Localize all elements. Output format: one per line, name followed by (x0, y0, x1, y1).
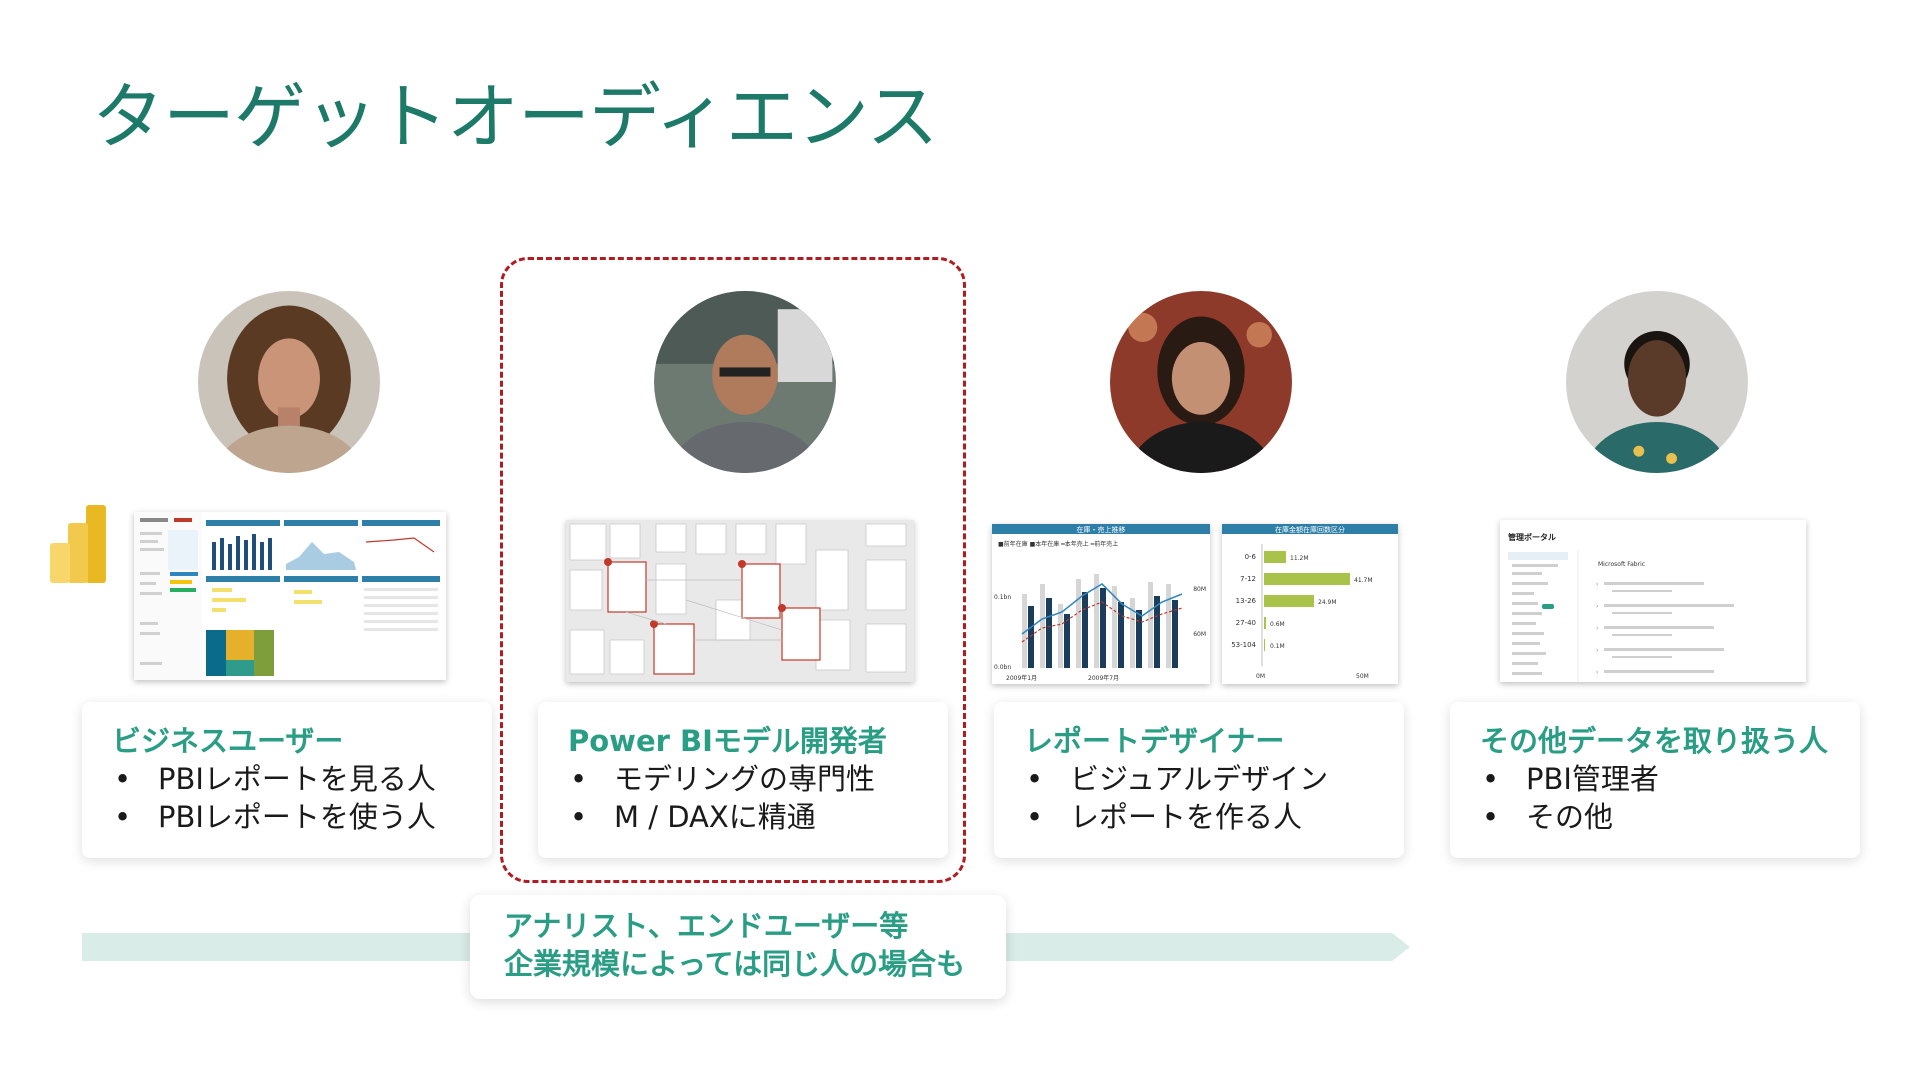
avatar-other-data-user (1566, 291, 1748, 473)
admin-right-header: Microsoft Fabric (1598, 561, 1645, 568)
persona-card-model-developer: Power BIモデル開発者 •モデリングの専門性 •M / DAXに精通 (538, 702, 948, 858)
persona-card-business-user: ビジネスユーザー •PBIレポートを見る人 •PBIレポートを使う人 (82, 702, 492, 858)
persona-title: レポートデザイナー (1024, 724, 1285, 758)
svg-text:›: › (1596, 669, 1598, 676)
persona-title: その他データを取り扱う人 (1480, 724, 1829, 758)
persona-bullet: •PBI管理者 (1482, 762, 1659, 796)
chart2-label-5: 0.1M (1270, 643, 1285, 650)
chart1-y-right-1: 80M (1193, 586, 1206, 593)
persona-bullet: •ビジュアルデザイン (1026, 762, 1329, 796)
persona-title: Power BIモデル開発者 (568, 724, 887, 758)
persona-bullet: •PBIレポートを使う人 (114, 800, 436, 834)
persona-bullet: •M / DAXに精通 (570, 800, 816, 834)
chart2-label-3: 24.9M (1318, 599, 1337, 606)
chart1-legend: ■前年在庫 ■本年在庫 ━本年売上 ━前年売上 (998, 540, 1118, 548)
persona-bullet: •その他 (1482, 800, 1614, 834)
chart2-cat-4: 27-40 (1236, 619, 1256, 627)
chart2-cat-1: 0-6 (1245, 553, 1257, 561)
admin-portal-screenshot: 管理ポータル Microsoft Fabric › › › › › (1500, 520, 1806, 682)
data-model-diagram-screenshot (566, 520, 914, 682)
page-title: ターゲットオーディエンス (92, 75, 939, 159)
chart2-x-1: 0M (1256, 673, 1265, 680)
chart2-cat-5: 53-104 (1231, 641, 1256, 649)
svg-text:›: › (1596, 647, 1598, 654)
persona-bullet: •PBIレポートを見る人 (114, 762, 436, 796)
chart2-label-1: 11.2M (1290, 555, 1309, 562)
persona-bullet: •レポートを作る人 (1026, 800, 1303, 834)
chart2-cat-3: 13-26 (1236, 597, 1257, 605)
svg-text:›: › (1596, 581, 1598, 588)
persona-card-other-data-user: その他データを取り扱う人 •PBI管理者 •その他 (1450, 702, 1860, 858)
chart2-label-2: 41.7M (1354, 577, 1373, 584)
chart1-x-1: 2009年1月 (1006, 674, 1037, 682)
chart2-label-4: 0.6M (1270, 621, 1285, 628)
avatar-business-user (198, 291, 380, 473)
power-bi-logo-icon (48, 505, 108, 587)
highlight-model-developer (500, 257, 966, 883)
report-chart-screenshot-1: 在庫・売上推移 ■前年在庫 ■本年在庫 ━本年売上 ━前年売上 0.1bn 0.… (992, 524, 1210, 684)
admin-portal-title: 管理ポータル (1508, 532, 1556, 542)
persona-bullet: •モデリングの専門性 (570, 762, 876, 796)
svg-text:›: › (1596, 603, 1598, 610)
chart2-title: 在庫金額在庫回数区分 (1275, 525, 1345, 534)
chart1-x-2: 2009年7月 (1088, 674, 1119, 682)
chart1-y-right-2: 60M (1193, 631, 1206, 638)
persona-card-report-designer: レポートデザイナー •ビジュアルデザイン •レポートを作る人 (994, 702, 1404, 858)
business-dashboard-screenshot (134, 512, 446, 680)
chart2-cat-2: 7-12 (1240, 575, 1256, 583)
report-chart-screenshot-2: 在庫金額在庫回数区分 0-6 7-12 13-26 27-40 53-104 1… (1222, 524, 1398, 684)
note-box: アナリスト、エンドユーザー等 企業規模によっては同じ人の場合も (470, 895, 1006, 999)
svg-text:›: › (1596, 625, 1598, 632)
chart2-x-2: 50M (1356, 673, 1369, 680)
note-line-2: 企業規模によっては同じ人の場合も (504, 947, 966, 981)
avatar-report-designer (1110, 291, 1292, 473)
chart1-y-left-2: 0.0bn (994, 664, 1011, 671)
chart1-title: 在庫・売上推移 (1077, 525, 1126, 534)
persona-title: ビジネスユーザー (112, 724, 344, 758)
note-line-1: アナリスト、エンドユーザー等 (504, 909, 909, 943)
chart1-y-left-1: 0.1bn (994, 594, 1011, 601)
